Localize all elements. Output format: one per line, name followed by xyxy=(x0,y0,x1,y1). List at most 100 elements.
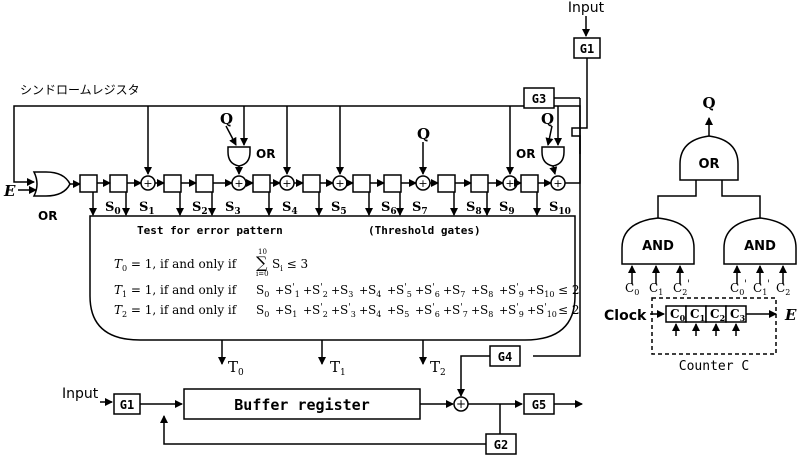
t-output-labels: T0 T1 T2 xyxy=(228,358,446,378)
svg-text:S'3: S'3 xyxy=(340,303,356,319)
t-output-0: T0 xyxy=(228,358,244,378)
svg-text:S'7: S'7 xyxy=(452,303,468,319)
syndrome-tap-4: S4 xyxy=(282,200,298,217)
and-left-label: AND xyxy=(642,239,674,254)
svg-text:+: + xyxy=(275,304,284,317)
svg-text:+: + xyxy=(415,284,424,297)
and-input-0-0: C0 xyxy=(625,281,639,297)
syndrome-tap-10: S10 xyxy=(549,200,571,217)
svg-text:+: + xyxy=(331,284,340,297)
counter-cell-0: C0 xyxy=(670,307,686,323)
t-output-1: T1 xyxy=(330,358,346,378)
svg-text:+: + xyxy=(443,284,452,297)
g1-top-label: G1 xyxy=(580,42,594,56)
condition-t0: T0 = 1, if and only if ∑10i=0Si ≤ 3 xyxy=(114,248,308,278)
and-input-1-0: C0' xyxy=(730,279,747,297)
svg-text:+: + xyxy=(527,304,536,317)
svg-text:T1 = 1, if and only if: T1 = 1, if and only if xyxy=(114,283,238,299)
xor-plus-6: + xyxy=(553,177,562,190)
q-label-3: Q xyxy=(541,110,554,128)
or-label-2: OR xyxy=(516,147,535,161)
svg-text:S'6: S'6 xyxy=(424,283,440,299)
q-label-1: Q xyxy=(220,110,233,128)
sigma: ∑ xyxy=(256,253,268,272)
xor-plus-4: + xyxy=(418,177,427,190)
counter-cell-2: C2 xyxy=(710,307,725,323)
syndrome-tap-8: S8 xyxy=(466,200,482,217)
syndrome-tap-3: S3 xyxy=(225,200,241,217)
syndrome-tap-1: S1 xyxy=(139,200,155,217)
svg-text:T2 = 1, if and only if: T2 = 1, if and only if xyxy=(114,303,238,319)
svg-text:S4: S4 xyxy=(368,303,381,319)
or-gate-q1 xyxy=(227,146,251,167)
svg-text:S0: S0 xyxy=(256,283,269,299)
syndrome-tap-5: S5 xyxy=(331,200,347,217)
svg-text:S7: S7 xyxy=(452,283,465,299)
svg-text:i=0: i=0 xyxy=(256,270,269,278)
counter-c-label: Counter C xyxy=(679,359,749,374)
xor-plus-bottom: + xyxy=(456,397,466,411)
svg-text:+: + xyxy=(359,304,368,317)
svg-text:+: + xyxy=(275,284,284,297)
svg-text:+: + xyxy=(331,304,340,317)
svg-text:T0 = 1, if and only if: T0 = 1, if and only if xyxy=(114,257,238,273)
e-input-label: E xyxy=(3,182,16,200)
and-input-0-2: C2' xyxy=(673,279,690,297)
syndrome-register-label: シンドロームレジスタ xyxy=(20,83,140,97)
or-gate-q2 xyxy=(541,146,565,167)
svg-text:S'9: S'9 xyxy=(508,303,524,319)
g4-label: G4 xyxy=(498,350,512,364)
svg-text:+: + xyxy=(527,284,536,297)
or-gate-right-label: OR xyxy=(698,157,719,172)
input-top-label: Input xyxy=(568,0,605,16)
svg-text:+: + xyxy=(471,304,480,317)
buffer-register-label: Buffer register xyxy=(234,396,369,414)
threshold-label: (Threshold gates) xyxy=(368,224,481,237)
svg-text:+: + xyxy=(303,304,312,317)
svg-text:S1: S1 xyxy=(284,303,297,319)
q-label-2: Q xyxy=(417,125,430,143)
xor-plus-2: + xyxy=(282,177,291,190)
and-gate-left xyxy=(621,217,695,265)
and-input-1-1: C1' xyxy=(753,279,770,297)
condition-t1: T1 = 1, if and only if S0+S'1+S'2+S3+S4+… xyxy=(114,283,580,299)
svg-text:S'2: S'2 xyxy=(312,303,328,319)
and-gate-right xyxy=(723,217,797,265)
g5-label: G5 xyxy=(532,398,546,412)
test-block xyxy=(89,215,576,341)
svg-text:S'1: S'1 xyxy=(284,283,300,299)
or-gate-right xyxy=(679,135,739,181)
syndrome-tap-2: S2 xyxy=(192,200,208,217)
svg-text:10: 10 xyxy=(258,248,267,256)
and-input-1-2: C2 xyxy=(776,281,790,297)
svg-text:+: + xyxy=(359,284,368,297)
t-output-2: T2 xyxy=(430,358,446,378)
svg-text:+: + xyxy=(499,304,508,317)
svg-text:+: + xyxy=(303,284,312,297)
xor-plus-1: + xyxy=(234,177,243,190)
svg-text:+: + xyxy=(387,304,396,317)
counter-cell-1: C1 xyxy=(690,307,705,323)
svg-text:+: + xyxy=(499,284,508,297)
xor-plus-0: + xyxy=(143,177,152,190)
syndrome-tap-7: S7 xyxy=(412,200,428,217)
clock-label: Clock xyxy=(604,308,647,324)
svg-text:S'2: S'2 xyxy=(312,283,328,299)
and-input-labels: C0 C1 C2' C0' C1' C2 xyxy=(625,279,790,297)
and-input-0-1: C1 xyxy=(649,281,663,297)
svg-text:+: + xyxy=(387,284,396,297)
svg-text:S8: S8 xyxy=(480,283,493,299)
svg-text:S5: S5 xyxy=(396,303,409,319)
syndrome-tap-0: S0 xyxy=(105,200,121,217)
svg-text:+: + xyxy=(471,284,480,297)
svg-text:S8: S8 xyxy=(480,303,493,319)
e-output-label: E xyxy=(784,306,797,324)
xor-plus-5: + xyxy=(505,177,514,190)
test-title: Test for error pattern xyxy=(137,224,283,237)
svg-text:S'10: S'10 xyxy=(536,303,557,319)
xor-plus-3: + xyxy=(335,177,344,190)
q-output-label: Q xyxy=(702,94,715,112)
svg-text:+: + xyxy=(443,304,452,317)
svg-text:≤ 2: ≤ 2 xyxy=(558,303,580,317)
